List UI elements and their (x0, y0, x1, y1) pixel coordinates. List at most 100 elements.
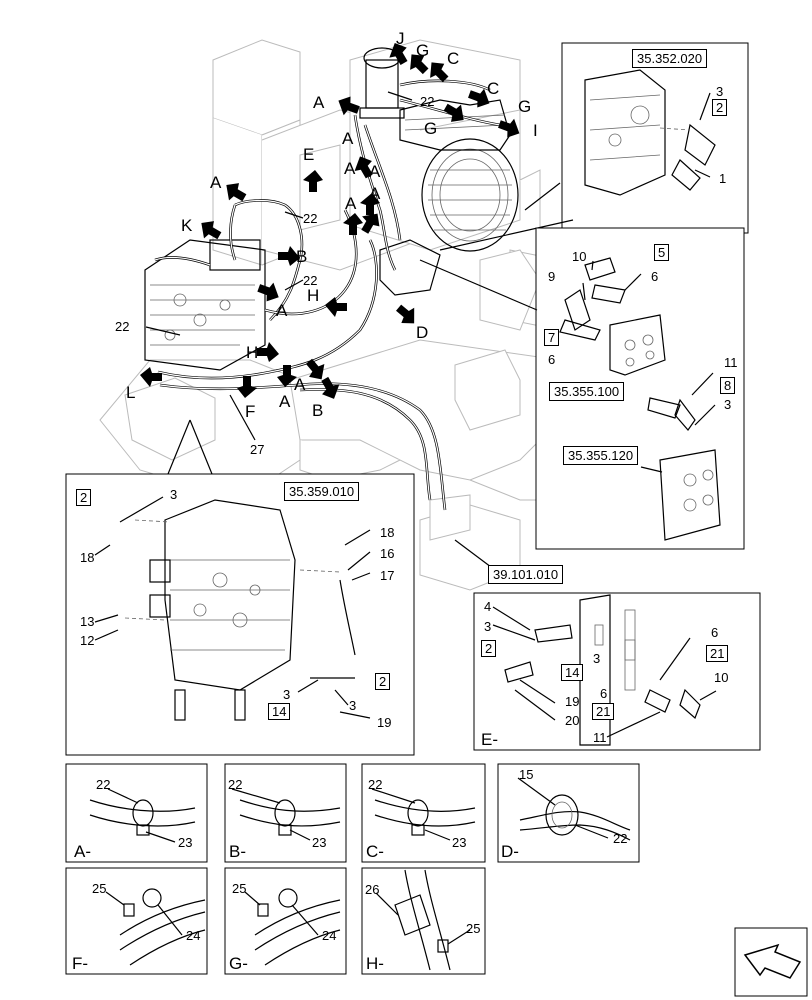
d3-label-13: 13 (80, 614, 95, 629)
dE-label-20: 20 (565, 713, 580, 728)
callout-G2: G (424, 119, 438, 138)
callout-A9: A (294, 375, 306, 394)
label-27: 27 (250, 442, 265, 457)
callout-A6: A (369, 184, 381, 203)
dB-label-22: 22 (228, 777, 243, 792)
dE-label-3: 3 (484, 619, 492, 634)
control-valve-block (144, 239, 441, 371)
dD-label-15: 15 (519, 767, 534, 782)
dE-label-6b: 6 (711, 625, 719, 640)
dF-label-24: 24 (186, 928, 201, 943)
pump-drum (399, 99, 519, 252)
d3-label-12: 12 (80, 633, 95, 648)
dE-label-10: 10 (714, 670, 729, 685)
d3-label-16: 16 (380, 546, 395, 561)
d3-label-3c: 3 (349, 698, 357, 713)
d2-label-10: 10 (572, 249, 587, 264)
d3-label-17: 17 (380, 568, 395, 583)
callout-A7: A (345, 194, 357, 213)
callout-A5: A (210, 173, 222, 192)
ref-35-352-020[interactable]: 35.352.020 (632, 49, 708, 68)
dA-label-22: 22 (96, 777, 111, 792)
callout-C2: C (487, 79, 500, 98)
callout-G: G (416, 41, 430, 60)
dH-label-26: 26 (365, 882, 380, 897)
ref-35-355-100[interactable]: 35.355.100 (549, 382, 625, 401)
detail-A (65, 763, 208, 863)
dB-label-23: 23 (312, 835, 327, 850)
d1-label-2: 2 (712, 99, 728, 116)
ref-39-101-010[interactable]: 39.101.010 (488, 565, 564, 584)
detail-F-title: F- (72, 954, 89, 973)
detail-H (361, 867, 486, 975)
detail-H-title: H- (366, 954, 384, 973)
dE-label-21: 21 (592, 703, 615, 720)
detail-box-35-352-020 (561, 42, 749, 234)
label-22-b: 22 (303, 211, 318, 226)
d1-label-1: 1 (719, 171, 727, 186)
dF-label-25: 25 (92, 881, 107, 896)
callout-B: B (296, 247, 308, 266)
callout-A3: A (344, 159, 356, 178)
d2-label-5: 5 (654, 244, 670, 261)
dE-label-14: 14 (561, 664, 584, 681)
dE-label-2: 2 (481, 640, 497, 657)
callout-K: K (181, 216, 193, 235)
callout-G3: G (518, 97, 532, 116)
dC-label-22: 22 (368, 777, 383, 792)
ref-35-355-120[interactable]: 35.355.120 (563, 446, 639, 465)
d2-label-6b: 6 (548, 352, 556, 367)
callout-L: L (126, 383, 136, 402)
leader-detail-1b (524, 182, 561, 211)
label-22-c: 22 (303, 273, 318, 288)
d2-label-9: 9 (548, 269, 556, 284)
dE-label-6: 6 (600, 686, 608, 701)
callout-A10: A (279, 392, 291, 411)
d2-label-3: 3 (724, 397, 732, 412)
detail-D (497, 763, 640, 863)
detail-box-35-359-010 (65, 473, 415, 756)
dD-label-22: 22 (613, 831, 628, 846)
dA-label-23: 23 (178, 835, 193, 850)
dG-label-25: 25 (232, 881, 247, 896)
detail-C (361, 763, 486, 863)
label-22-a: 22 (420, 94, 435, 109)
d3-label-2: 2 (76, 489, 92, 506)
dE-label-4: 4 (484, 599, 492, 614)
d2-label-6: 6 (651, 269, 659, 284)
detail-E-title: E- (481, 730, 498, 749)
d3-label-14: 14 (268, 703, 291, 720)
hydraulic-filter (359, 47, 405, 119)
leader-detail-2 (419, 259, 538, 311)
leader-detail-1 (439, 219, 574, 251)
detail-A-title: A- (74, 842, 91, 861)
label-22-d: 22 (115, 319, 130, 334)
d3-label-3: 3 (170, 487, 178, 502)
callout-A8: A (276, 301, 288, 320)
d3-label-3b: 3 (283, 687, 291, 702)
callout-A2: A (342, 129, 354, 148)
leader-detail-3 (167, 419, 213, 475)
d2-label-7: 7 (544, 329, 560, 346)
d1-label-3: 3 (716, 84, 724, 99)
d3-label-19: 19 (377, 715, 392, 730)
ref-35-359-010[interactable]: 35.359.010 (284, 482, 360, 501)
dE-label-11: 11 (593, 730, 607, 745)
detail-G (224, 867, 347, 975)
callout-I: I (533, 121, 538, 140)
dE-label-3b: 3 (593, 651, 601, 666)
callout-A4: A (369, 162, 381, 181)
dH-label-25: 25 (466, 921, 481, 936)
detail-D-title: D- (501, 842, 519, 861)
next-page-arrow-icon[interactable] (734, 927, 808, 997)
d3-label-18b: 18 (380, 525, 395, 540)
d2-label-8: 8 (720, 377, 736, 394)
dE-label-21b: 21 (706, 645, 729, 662)
detail-G-title: G- (229, 954, 248, 973)
callout-H: H (307, 286, 320, 305)
callout-A: A (313, 93, 325, 112)
callout-J: J (396, 29, 405, 48)
detail-B-title: B- (229, 842, 246, 861)
